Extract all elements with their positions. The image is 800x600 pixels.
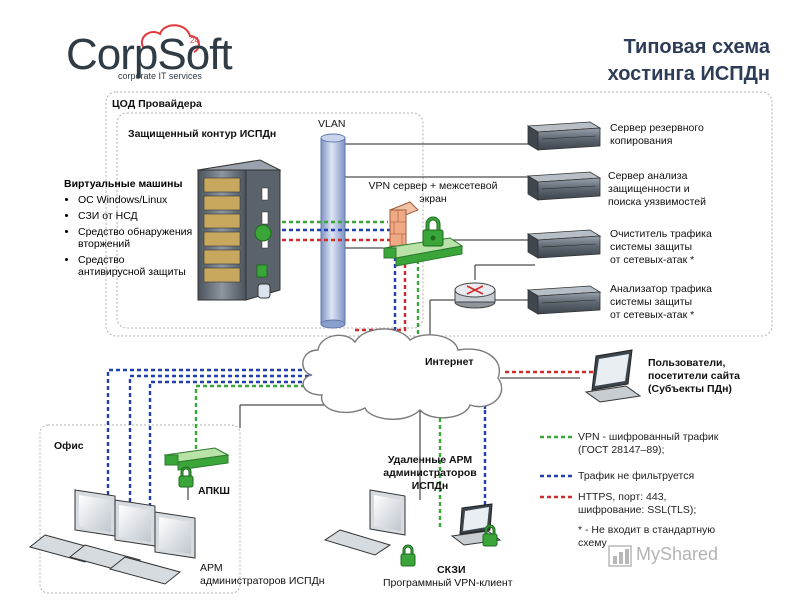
- legend-item-https: HTTPS, порт: 443, шифрование: SSL(TLS);: [578, 491, 696, 517]
- internet-cloud-icon: [302, 328, 503, 420]
- vpn-client-label: Программный VPN-клиент: [383, 577, 513, 589]
- users-line-1: Пользователи,: [648, 357, 726, 369]
- internet-label: Интернет: [425, 356, 474, 368]
- page-title: Типовая схема хостинга ИСПДн: [608, 34, 770, 88]
- server-2-line-1: Очиститель трафика: [610, 228, 712, 240]
- rack-server-icon: [526, 229, 602, 259]
- legend-item-note: * - Не входит в стандартную схему: [578, 524, 715, 550]
- virtual-machines-block: Виртуальные машины ОС Windows/Linux СЗИ …: [64, 178, 194, 282]
- apksh-lock-icon: [178, 466, 194, 488]
- server-2-line-3: от сетевых-атак *: [610, 254, 695, 266]
- server-2-line-2: системы защиты: [610, 241, 693, 253]
- secure-contour-label: Защищенный контур ИСПДн: [128, 128, 277, 140]
- logo-tagline: corporate IT services: [118, 71, 202, 81]
- vpn-server-label: VPN сервер + межсетевой экран: [358, 180, 508, 206]
- users-laptop-icon: [584, 349, 642, 403]
- server-1-line-3: поиска уязвимостей: [608, 196, 707, 208]
- provider-label: ЦОД Провайдера: [112, 98, 202, 110]
- logo-badge: 24: [190, 36, 199, 45]
- virtual-machines-list: ОС Windows/Linux СЗИ от НСД Средство обн…: [64, 194, 194, 278]
- vm-item: ОС Windows/Linux: [78, 194, 194, 206]
- remote-line-2: администраторов: [383, 467, 477, 479]
- arm-line-1: АРМ: [200, 562, 223, 574]
- server-1-line-1: Сервер анализа: [608, 170, 688, 182]
- server-3-line-2: системы защиты: [610, 296, 693, 308]
- server-group: [526, 121, 602, 315]
- rack-server-icon: [526, 285, 602, 315]
- firewall-icon: [382, 201, 464, 267]
- rack-server-icon: [526, 171, 602, 201]
- users-line-3: (Субъекты ПДн): [648, 383, 732, 395]
- users-label: Пользователи, посетители сайта (Субъекты…: [648, 357, 740, 396]
- vm-item: СЗИ от НСД: [78, 210, 194, 222]
- logo-cloud-icon: [140, 24, 200, 53]
- apksh-device-icon: [163, 447, 230, 471]
- title-line-1: Типовая схема: [623, 36, 770, 58]
- legend-item-vpn: VPN - шифрованный трафик (ГОСТ 28147–89)…: [578, 431, 718, 457]
- logo-text: CorpSoft: [66, 30, 233, 79]
- legend-unfiltered-line-1: Трафик не фильтруется: [578, 470, 695, 482]
- vlan-label: VLAN: [318, 118, 346, 130]
- remote-line-3: ИСПДн: [411, 480, 449, 492]
- arm-label: АРМ администраторов ИСПДн: [200, 562, 325, 588]
- vm-item: Средство обнаружения вторжений: [78, 226, 194, 250]
- server-label-backup: Сервер резервного копирования: [610, 122, 704, 148]
- arm-line-2: администраторов ИСПДн: [200, 575, 325, 587]
- title-line-2: хостинга ИСПДн: [607, 63, 770, 85]
- remote-workstation-icon: [323, 489, 406, 556]
- remote-line-1: Удаленные АРМ: [387, 454, 473, 466]
- users-line-2: посетители сайта: [648, 370, 741, 382]
- server-label-cleaner: Очиститель трафика системы защиты от сет…: [610, 228, 712, 267]
- server-label-analysis: Сервер анализа защищенности и поиска уяз…: [608, 170, 706, 209]
- remote-heading: Удаленные АРМ администраторов ИСПДн: [380, 454, 480, 493]
- server-3-line-1: Анализатор трафика: [610, 283, 713, 295]
- laptop-lock-icon: [482, 524, 498, 547]
- vpn-lock-icon: [422, 216, 444, 247]
- legend-swatches: [540, 435, 572, 499]
- office-label: Офис: [54, 440, 84, 452]
- server-label-analyzer: Анализатор трафика системы защиты от сет…: [610, 283, 712, 322]
- legend-https-line-1: HTTPS, порт: 443,: [578, 491, 667, 503]
- vm-item: Средство антивирусной защиты: [78, 254, 194, 278]
- office-workstations-icon: [28, 489, 196, 585]
- server-0-line-2: копирования: [610, 135, 673, 147]
- server-3-line-3: от сетевых-атак *: [610, 309, 695, 321]
- server-0-line-1: Сервер резервного: [610, 122, 704, 134]
- legend-vpn-line-1: VPN - шифрованный трафик: [578, 431, 719, 443]
- szi-label: СКЗИ: [437, 564, 466, 576]
- watermark-icon: [608, 545, 632, 567]
- vpn-server-line-1: VPN сервер + межсетевой: [368, 180, 498, 192]
- vpn-server-line-2: экран: [419, 193, 447, 205]
- virtual-machines-heading: Виртуальные машины: [64, 178, 183, 190]
- legend-note-line-2: схему: [578, 537, 607, 549]
- remote-lock-icon: [400, 544, 416, 567]
- legend-https-line-2: шифрование: SSL(TLS);: [578, 504, 697, 516]
- vm-rack-icon: [196, 159, 282, 301]
- server-1-line-2: защищенности и: [608, 183, 690, 195]
- legend-item-unfiltered: Трафик не фильтруется: [578, 470, 694, 483]
- office-zone: [39, 424, 241, 594]
- rack-server-icon: [526, 121, 602, 151]
- apksh-label: АПКШ: [198, 485, 230, 497]
- legend-vpn-line-2: (ГОСТ 28147–89);: [578, 444, 665, 456]
- watermark-text: MyShared: [636, 544, 719, 564]
- router-icon: [454, 282, 496, 309]
- legend-note-line-1: * - Не входит в стандартную: [578, 524, 716, 536]
